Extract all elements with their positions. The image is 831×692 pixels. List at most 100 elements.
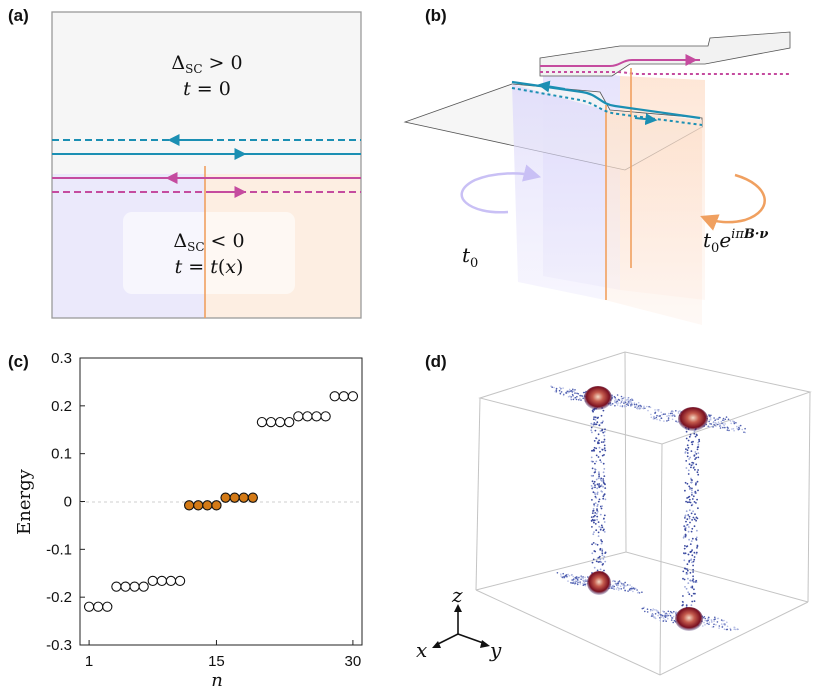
density-dot	[591, 393, 593, 396]
density-dot	[710, 414, 712, 417]
density-dot	[686, 518, 689, 521]
density-dot	[657, 409, 660, 411]
density-dot	[732, 420, 734, 422]
density-dot	[595, 437, 597, 439]
density-dot	[604, 552, 607, 554]
density-dot	[692, 616, 695, 619]
density-dot	[617, 589, 620, 591]
density-dot	[610, 587, 613, 589]
density-dot	[665, 620, 667, 622]
density-dot	[590, 460, 593, 463]
density-dot	[580, 395, 582, 397]
density-dot	[698, 438, 700, 441]
density-dot	[693, 618, 696, 621]
density-dot	[676, 619, 679, 622]
density-dot	[595, 582, 598, 585]
density-dot	[667, 414, 670, 417]
bottom-left-region	[52, 174, 205, 318]
density-dot	[654, 412, 656, 414]
density-dot	[575, 398, 578, 401]
density-dot	[604, 560, 607, 563]
density-dot	[610, 395, 612, 398]
density-dot	[664, 413, 666, 415]
density-dot	[602, 485, 604, 488]
density-dot	[626, 584, 629, 586]
density-dot	[588, 578, 590, 580]
density-dot	[689, 571, 692, 574]
density-dot	[597, 531, 600, 534]
density-dot	[687, 421, 690, 424]
density-dot	[606, 583, 609, 586]
density-dot	[629, 400, 631, 402]
density-dot	[712, 426, 714, 428]
density-dot	[697, 446, 700, 448]
zero-mode-point	[247, 492, 258, 503]
bulk-state-point	[338, 391, 349, 402]
bulk-state-point	[138, 581, 149, 592]
density-dot	[690, 615, 693, 618]
density-dot	[560, 387, 562, 390]
density-dot	[576, 395, 578, 398]
density-dot	[602, 578, 604, 581]
density-dot	[565, 392, 567, 394]
density-dot	[697, 469, 699, 471]
density-dot	[601, 571, 604, 574]
density-dot	[591, 583, 593, 585]
density-dot	[571, 582, 573, 584]
density-dot	[687, 582, 690, 584]
density-dot	[583, 394, 586, 396]
density-dot	[604, 396, 607, 399]
density-dot	[684, 533, 687, 536]
density-dot	[570, 574, 573, 576]
density-dot	[679, 613, 682, 616]
density-dot	[591, 480, 594, 483]
density-dot	[607, 399, 610, 402]
density-dot	[707, 618, 709, 621]
density-dot	[598, 475, 600, 478]
density-dot	[671, 617, 673, 619]
density-dot	[683, 559, 686, 562]
density-dot	[682, 615, 684, 618]
density-dot	[593, 577, 595, 580]
density-dot	[724, 624, 726, 626]
density-dot	[692, 467, 695, 469]
density-dot	[626, 403, 628, 406]
density-dot	[683, 552, 686, 555]
density-dot	[596, 503, 599, 506]
density-dot	[594, 486, 596, 489]
density-dot	[712, 625, 715, 628]
density-dot	[599, 568, 602, 571]
density-dot	[688, 613, 691, 616]
density-dot	[591, 578, 593, 580]
density-dot	[693, 491, 696, 494]
density-dot	[611, 586, 614, 588]
density-dot	[726, 426, 729, 429]
bulk-state-point	[156, 575, 168, 587]
density-dot	[603, 448, 606, 451]
density-dot	[574, 583, 576, 586]
zero-mode-point	[229, 492, 240, 503]
density-dot	[696, 419, 698, 421]
density-dot	[569, 395, 571, 398]
density-dot	[654, 412, 656, 415]
density-dot	[597, 456, 600, 458]
density-dot	[592, 575, 595, 577]
density-dot	[599, 396, 602, 398]
density-dot	[603, 482, 606, 485]
density-dot	[585, 390, 587, 393]
density-dot	[603, 401, 605, 403]
density-dot	[684, 426, 687, 429]
density-dot	[601, 554, 604, 557]
density-dot	[665, 614, 667, 617]
density-dot	[603, 517, 605, 520]
density-dot	[637, 401, 640, 404]
density-dot	[689, 501, 692, 504]
density-dot	[650, 413, 652, 416]
density-dot	[686, 444, 689, 447]
density-dot	[693, 622, 695, 625]
density-dot	[622, 584, 624, 586]
density-dot	[675, 612, 677, 614]
density-dot	[694, 615, 697, 617]
density-dot	[684, 567, 687, 570]
density-dot	[633, 402, 636, 404]
